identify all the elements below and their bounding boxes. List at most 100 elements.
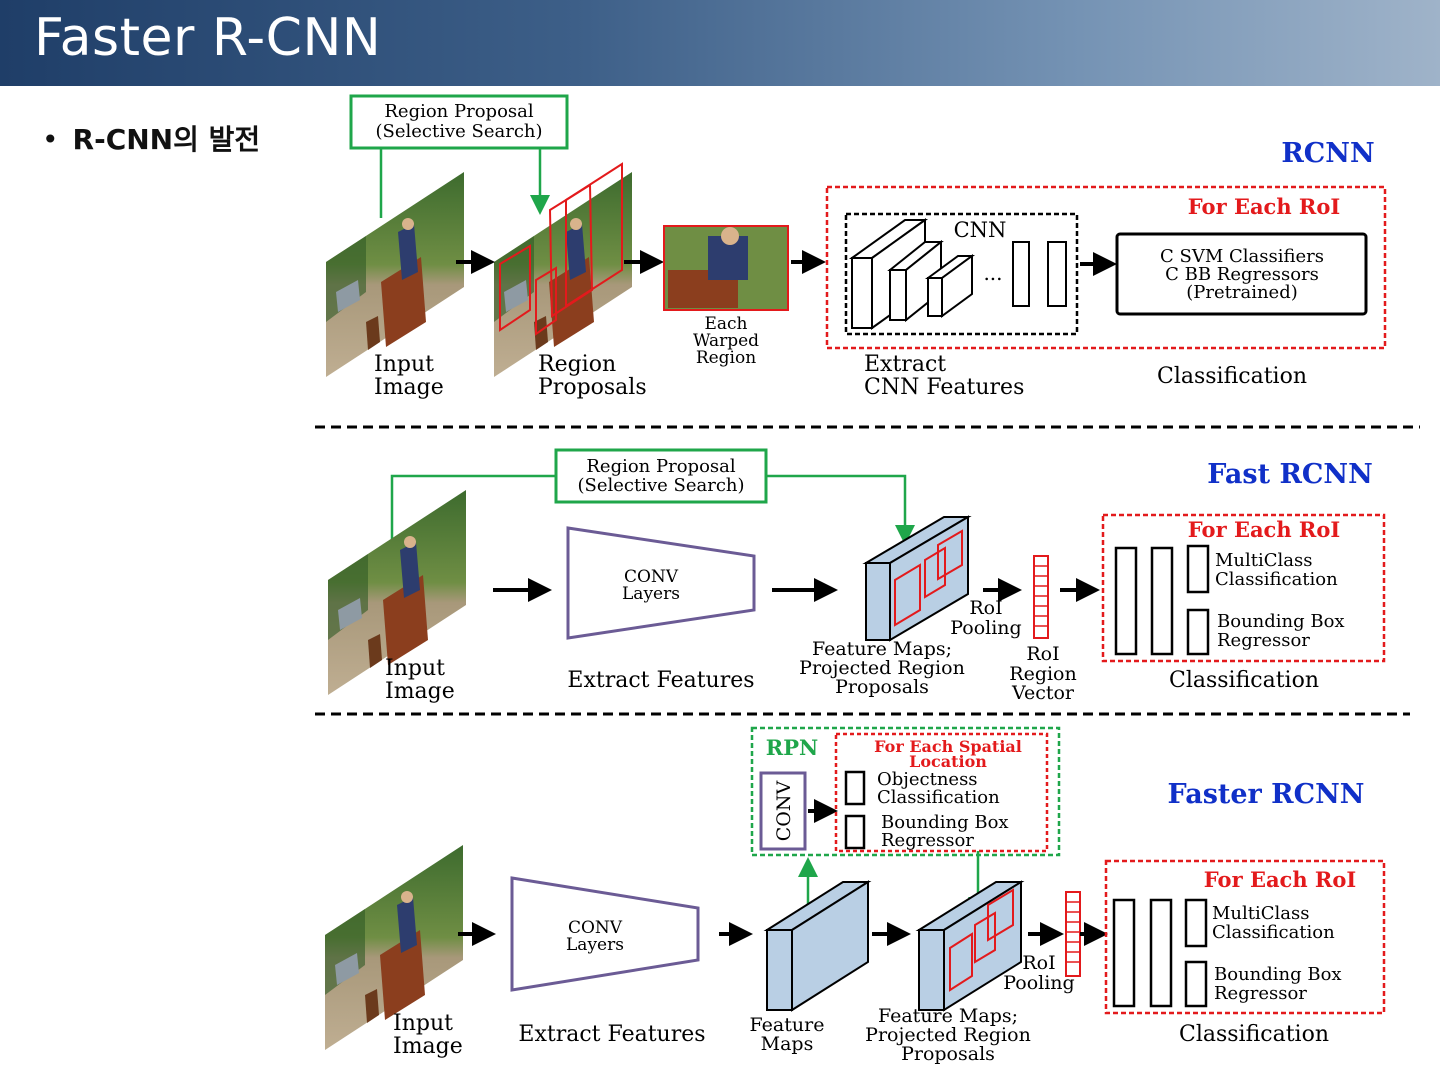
fast-extract-label: Extract Features — [567, 668, 754, 693]
rcnn-classifier-line1: C SVM Classifiers — [1160, 246, 1324, 267]
fast-for-each-label: For Each RoI — [1188, 517, 1340, 542]
rcnn-warped-line2: Warped — [693, 331, 759, 351]
fast-proposal-line2: (Selective Search) — [577, 475, 744, 496]
faster-projected-line1: Feature Maps; — [878, 1005, 1018, 1027]
rcnn-section: RCNN Region Proposal (Selective Search) … — [326, 94, 1387, 400]
rcnn-proposals-photo — [494, 162, 632, 377]
rcnn-classifier-box — [1115, 232, 1368, 316]
faster-roi-pooling-line2: Pooling — [1003, 972, 1074, 994]
rcnn-proposals-line1: Region — [538, 352, 616, 377]
rpn-objectness-layer — [844, 770, 866, 806]
faster-input-line1: Input — [393, 1011, 453, 1036]
faster-input-line2: Image — [393, 1034, 463, 1059]
rcnn-input-line1: Input — [374, 352, 434, 377]
faster-bbox-line1: Bounding Box — [1214, 964, 1342, 985]
fast-proposal-line-right — [766, 474, 915, 545]
rpn-objectness-line1: Objectness — [877, 769, 978, 790]
rcnn-proposal-box — [349, 94, 569, 150]
slide-title: Faster R-CNN — [34, 8, 382, 68]
rcnn-extract-line1: Extract — [864, 352, 946, 377]
bullet-text: R-CNN의 발전 — [72, 123, 261, 156]
fast-conv-trapezoid — [566, 526, 756, 640]
rcnn-cnn-box — [844, 212, 1079, 336]
title-bar: Faster R-CNN — [0, 0, 1440, 86]
fast-bbox-line2: Regressor — [1217, 630, 1310, 651]
rpn-bbox-line1: Bounding Box — [881, 812, 1009, 833]
faster-fc-layers — [1112, 898, 1208, 1008]
rcnn-classification-label: Classification — [1157, 364, 1307, 389]
rcnn-cnn-dots: ... — [983, 261, 1002, 285]
faster-roi-pooling-line1: RoI — [1022, 952, 1055, 974]
fast-roi-vector — [1033, 555, 1049, 639]
faster-feature-map — [763, 880, 872, 1012]
faster-extract-label: Extract Features — [518, 1022, 705, 1047]
rpn-conv-box — [759, 771, 807, 851]
rcnn-input-photo — [326, 172, 464, 377]
faster-projected-line2: Projected Region — [865, 1024, 1031, 1046]
rcnn-warped-region — [663, 225, 789, 311]
rpn-for-each-line1: For Each Spatial — [874, 737, 1022, 756]
rcnn-proposals-line2: Proposals — [538, 375, 647, 400]
rcnn-warped-line1: Each — [704, 314, 747, 334]
faster-rcnn-title: Faster RCNN — [1168, 779, 1365, 810]
fast-proposal-line1: Region Proposal — [586, 456, 736, 477]
rpn-bbox-line2: Regressor — [881, 830, 974, 851]
rpn-conv-label: CONV — [773, 780, 795, 841]
fast-classification-label: Classification — [1169, 668, 1319, 693]
rcnn-for-each-label: For Each RoI — [1188, 194, 1340, 219]
fast-input-line2: Image — [385, 679, 455, 704]
faster-conv-trapezoid — [510, 876, 700, 992]
faster-rcnn-section: Faster RCNN RPN CONV For Each Spatial Lo… — [325, 726, 1386, 1065]
fast-fc-layers — [1114, 544, 1210, 656]
fast-roi-pooling-line2: Pooling — [950, 617, 1021, 639]
fast-roi-vector-line1: RoI — [1026, 643, 1059, 665]
rcnn-proposal-line2: (Selective Search) — [375, 121, 542, 142]
rcnn-extract-line2: CNN Features — [864, 375, 1024, 400]
fast-feature-map — [862, 515, 972, 642]
fast-rcnn-section: Fast RCNN Region Proposal (Selective Sea… — [328, 448, 1386, 704]
faster-feature-maps-line2: Maps — [761, 1033, 814, 1055]
faster-projected-line3: Proposals — [901, 1043, 995, 1065]
fast-feature-maps-line1: Feature Maps; — [812, 638, 952, 660]
faster-conv-line2: Layers — [566, 935, 624, 955]
faster-feature-maps-line1: Feature — [750, 1014, 825, 1036]
rcnn-cnn-layers — [848, 218, 1067, 330]
rcnn-title: RCNN — [1281, 138, 1374, 169]
rpn-label: RPN — [766, 735, 818, 760]
rcnn-cnn-label: CNN — [954, 218, 1007, 242]
faster-roi-vector — [1065, 891, 1081, 977]
rpn-box — [750, 726, 1061, 857]
rpn-for-each-box — [834, 732, 1049, 853]
fast-for-each-box — [1101, 513, 1386, 663]
fast-bbox-line1: Bounding Box — [1217, 611, 1345, 632]
faster-classification-label: Classification — [1179, 1022, 1329, 1047]
fast-multiclass-line1: MultiClass — [1215, 550, 1313, 571]
rcnn-input-line2: Image — [374, 375, 444, 400]
fast-proposal-line-left — [390, 474, 556, 540]
rcnn-classifier-line2: C BB Regressors — [1165, 264, 1319, 285]
faster-for-each-box — [1104, 859, 1386, 1015]
faster-projected-map — [915, 880, 1025, 1012]
rcnn-classifier-line3: (Pretrained) — [1186, 282, 1298, 303]
fast-input-line1: Input — [385, 656, 445, 681]
rpn-for-each-line2: Location — [909, 752, 987, 771]
fast-roi-vector-line2: Region — [1009, 663, 1076, 685]
bullet-dot: • — [42, 123, 59, 156]
fast-conv-line1: CONV — [624, 567, 679, 587]
fast-roi-vector-line3: Vector — [1011, 682, 1075, 704]
fast-feature-maps-line2: Projected Region — [799, 657, 965, 679]
fast-rcnn-title: Fast RCNN — [1207, 459, 1373, 490]
rpn-bbox-layer — [844, 814, 866, 850]
faster-for-each-label: For Each RoI — [1204, 867, 1356, 892]
faster-multiclass-line1: MultiClass — [1212, 903, 1310, 924]
fast-roi-pooling-line1: RoI — [969, 597, 1002, 619]
fast-feature-maps-line3: Proposals — [835, 676, 929, 698]
rcnn-proposal-line1: Region Proposal — [384, 101, 534, 122]
rpn-objectness-line2: Classification — [877, 787, 1000, 808]
bullet-point: • R-CNN의 발전 — [42, 118, 260, 158]
rcnn-warped-line3: Region — [696, 348, 756, 368]
faster-conv-line1: CONV — [568, 918, 623, 938]
fast-conv-line2: Layers — [622, 584, 680, 604]
fast-multiclass-line2: Classification — [1215, 569, 1338, 590]
